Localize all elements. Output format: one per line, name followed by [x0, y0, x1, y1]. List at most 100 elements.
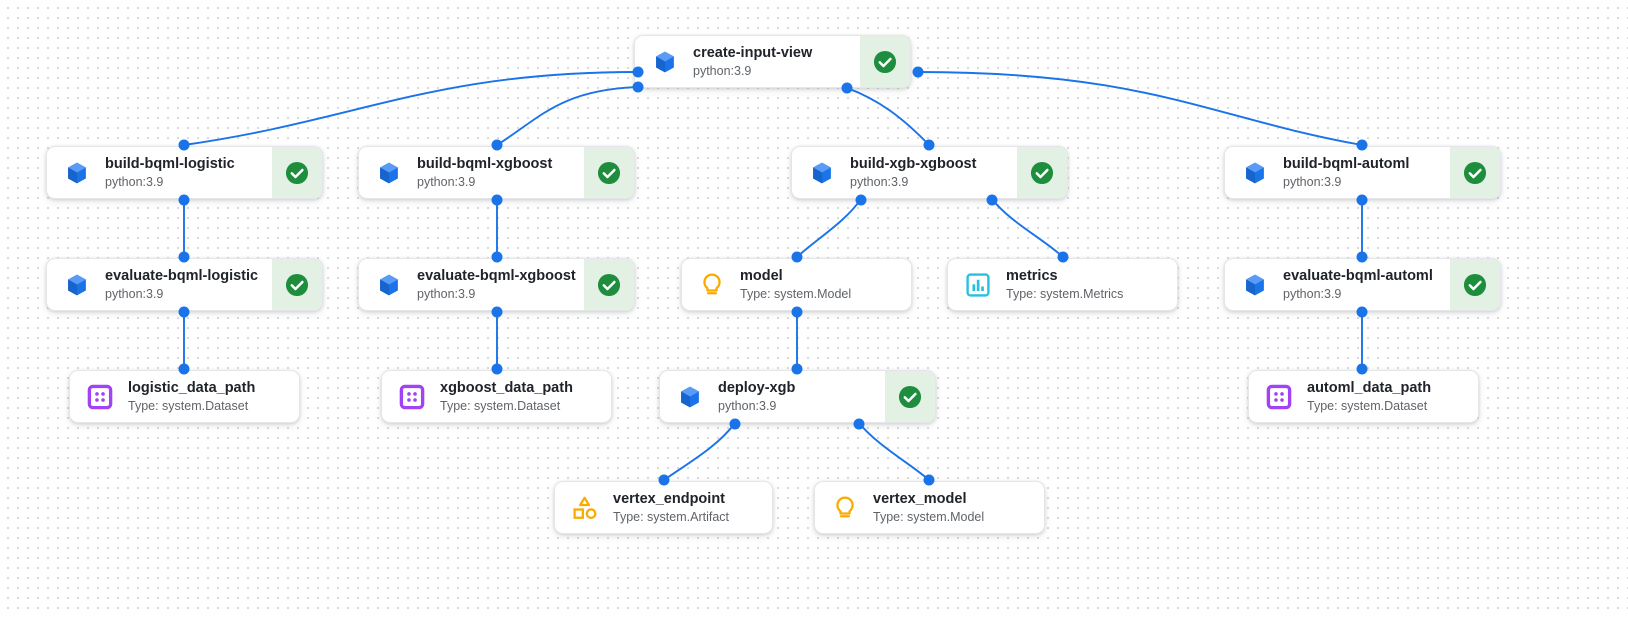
node-body: build-bqml-xgboost python:3.9	[359, 147, 584, 198]
node-subtitle: Type: system.Model	[873, 509, 985, 524]
node-title: deploy-xgb	[718, 379, 796, 396]
cube-icon	[375, 159, 403, 187]
artifact-icon	[571, 494, 599, 522]
cube-icon	[375, 271, 403, 299]
check-circle-icon	[284, 160, 310, 186]
node-port[interactable]	[658, 474, 670, 486]
node-port[interactable]	[632, 81, 644, 93]
node-subtitle: python:3.9	[718, 398, 777, 413]
node-port[interactable]	[1057, 251, 1069, 263]
node-port[interactable]	[729, 418, 741, 430]
node-port[interactable]	[1356, 139, 1368, 151]
node-port[interactable]	[491, 194, 503, 206]
node-body: evaluate-bqml-xgboost python:3.9	[359, 259, 584, 310]
node-port[interactable]	[491, 139, 503, 151]
node-port[interactable]	[491, 363, 503, 375]
node-port[interactable]	[1356, 251, 1368, 263]
lightbulb-icon	[698, 271, 726, 299]
node-subtitle: Type: system.Metrics	[1006, 286, 1124, 301]
node-port[interactable]	[791, 306, 803, 318]
node-title: metrics	[1006, 267, 1058, 284]
node-port[interactable]	[632, 66, 644, 78]
node-subtitle: python:3.9	[850, 174, 909, 189]
node-port[interactable]	[1356, 194, 1368, 206]
node-port[interactable]	[855, 194, 867, 206]
check-circle-icon	[1029, 160, 1055, 186]
node-text: evaluate-bqml-xgboost python:3.9	[417, 267, 576, 303]
node-port[interactable]	[841, 82, 853, 94]
node-port[interactable]	[791, 363, 803, 375]
node-port[interactable]	[178, 306, 190, 318]
node-port[interactable]	[1356, 363, 1368, 375]
bar-chart-icon	[964, 271, 992, 299]
node-subtitle: python:3.9	[105, 174, 164, 189]
node-subtitle: python:3.9	[417, 174, 476, 189]
node-port[interactable]	[178, 251, 190, 263]
node-status-badge	[272, 147, 322, 198]
node-port[interactable]	[986, 194, 998, 206]
dag-node-evaluate-bqml-xgboost[interactable]: evaluate-bqml-xgboost python:3.9	[358, 258, 635, 311]
cube-icon	[63, 271, 91, 299]
node-title: logistic_data_path	[128, 379, 256, 396]
lightbulb-icon	[831, 494, 859, 522]
node-subtitle: python:3.9	[105, 286, 164, 301]
node-port[interactable]	[178, 139, 190, 151]
dag-edge	[663, 422, 736, 481]
node-title: create-input-view	[693, 44, 813, 61]
node-port[interactable]	[923, 474, 935, 486]
node-status-badge	[272, 259, 322, 310]
node-port[interactable]	[853, 418, 865, 430]
node-port[interactable]	[491, 251, 503, 263]
cube-icon	[1241, 271, 1269, 299]
node-port[interactable]	[791, 251, 803, 263]
dag-edge	[917, 71, 1363, 146]
node-title: evaluate-bqml-xgboost	[417, 267, 576, 284]
node-port[interactable]	[1356, 306, 1368, 318]
check-circle-icon	[284, 272, 310, 298]
node-subtitle: Type: system.Dataset	[128, 398, 249, 413]
dag-node-build-bqml-xgboost[interactable]: build-bqml-xgboost python:3.9	[358, 146, 635, 199]
node-port[interactable]	[912, 66, 924, 78]
node-title: build-bqml-xgboost	[417, 155, 553, 172]
node-subtitle: python:3.9	[417, 286, 476, 301]
node-port[interactable]	[178, 194, 190, 206]
check-circle-icon	[596, 160, 622, 186]
node-port[interactable]	[178, 363, 190, 375]
dag-node-deploy-xgb[interactable]: deploy-xgb python:3.9	[659, 370, 936, 423]
cube-icon	[808, 159, 836, 187]
dataset-icon	[86, 383, 114, 411]
node-status-badge	[1450, 259, 1500, 310]
node-port[interactable]	[491, 306, 503, 318]
node-status-badge	[860, 36, 910, 87]
check-circle-icon	[1462, 160, 1488, 186]
node-port[interactable]	[923, 139, 935, 151]
